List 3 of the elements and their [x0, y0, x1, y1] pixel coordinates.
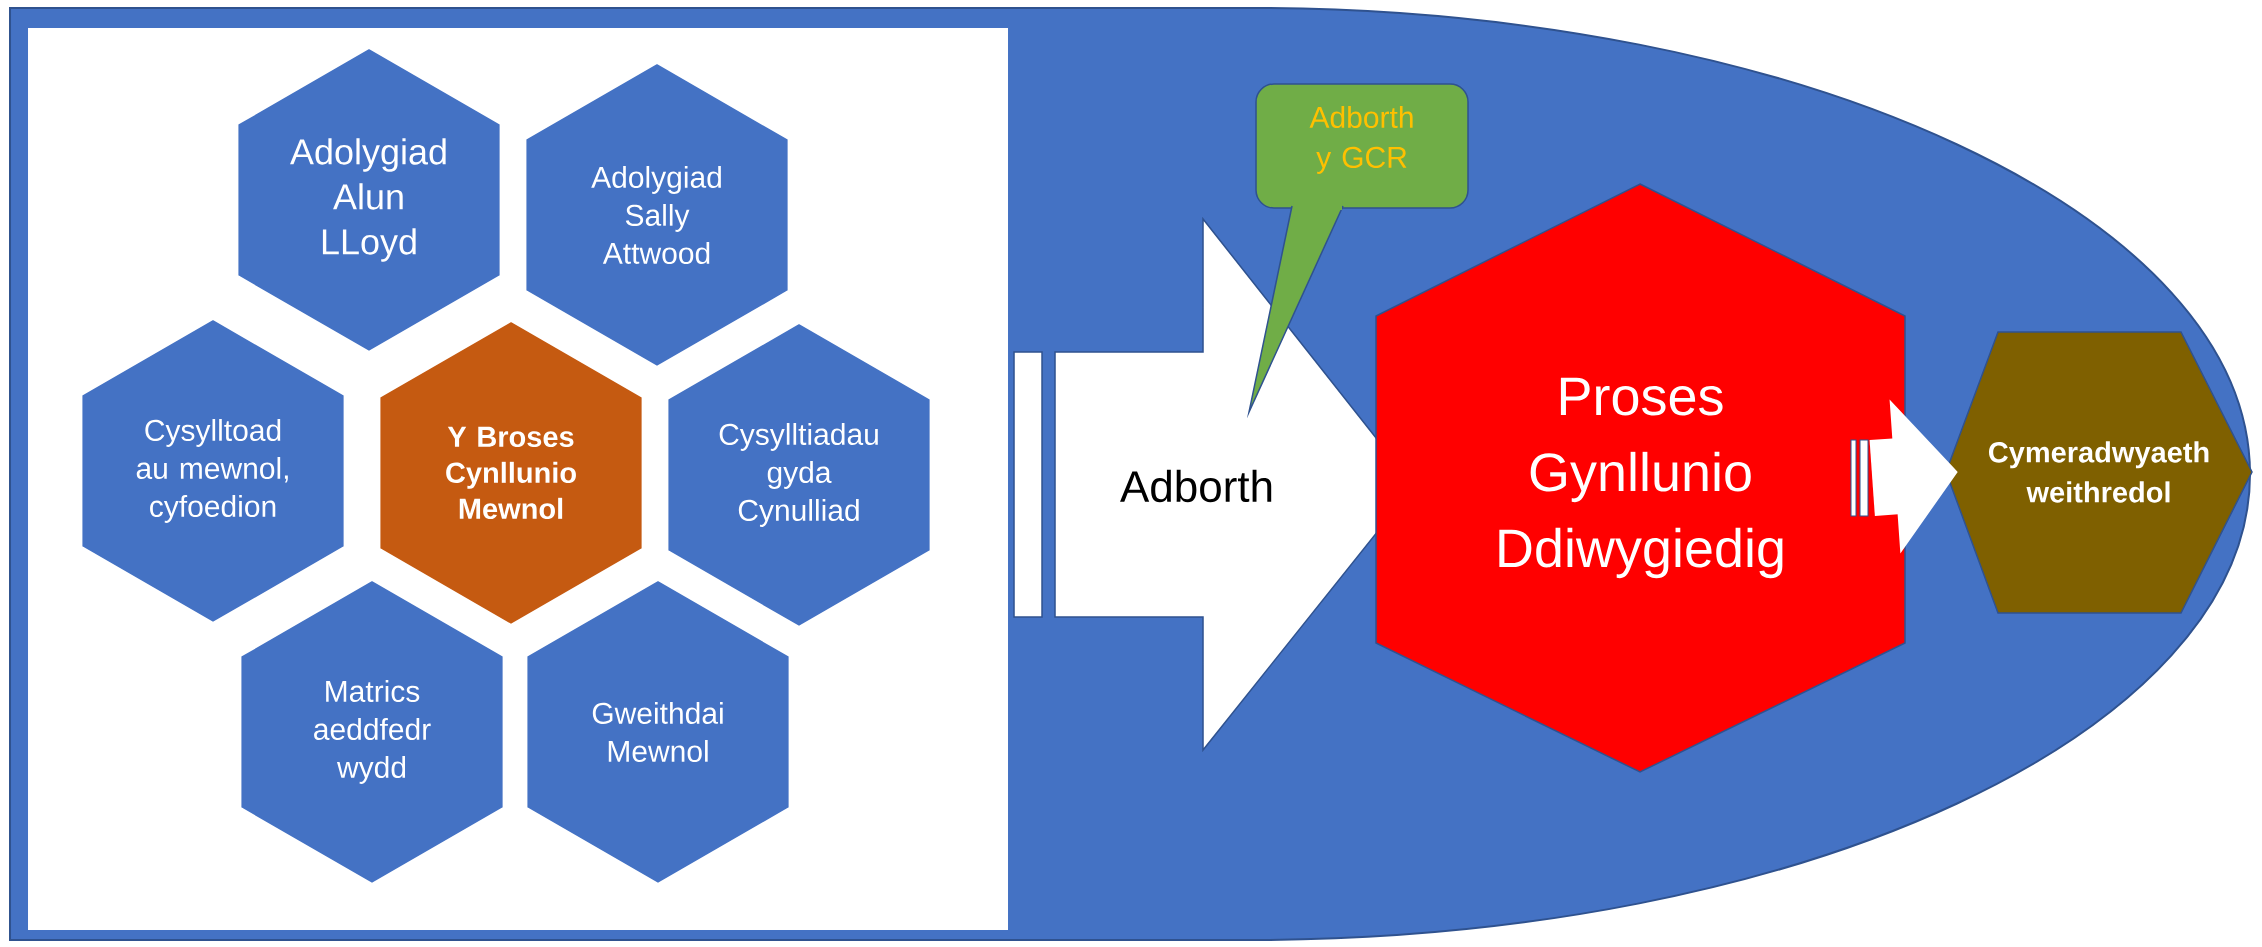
hexagon: Cymeradwyaeth weithredol	[1945, 331, 2253, 614]
hexagon: Proses Gynllunio Ddiwygiedig	[1375, 183, 1906, 773]
speech-bubble: Adborth y GCR	[1246, 83, 1469, 419]
